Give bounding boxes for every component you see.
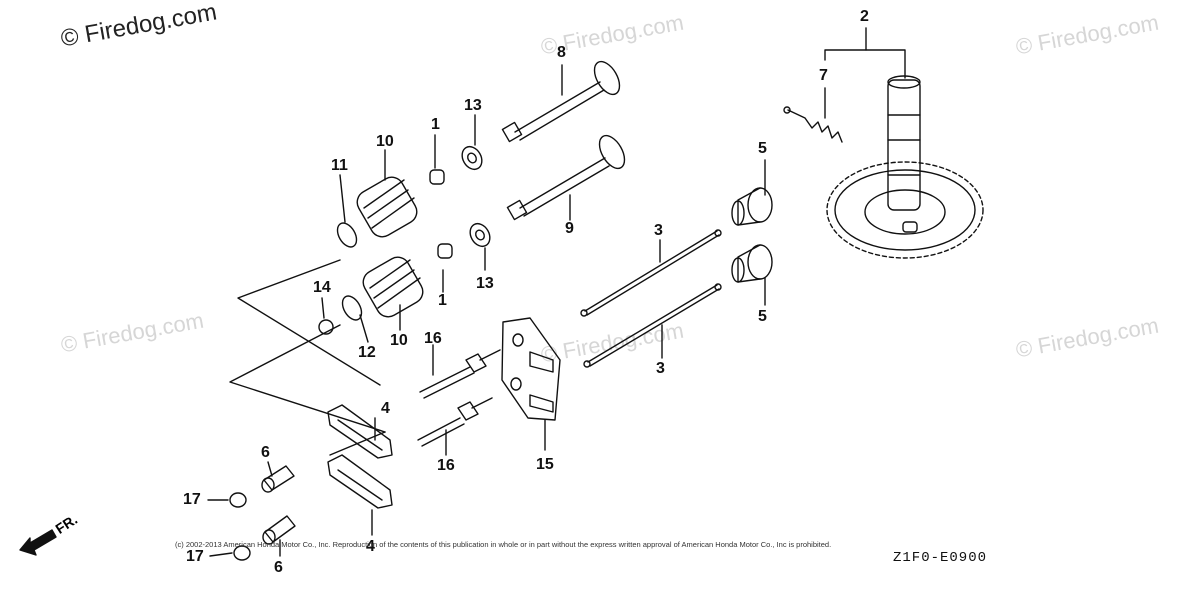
callout-11: 11 bbox=[331, 157, 348, 174]
valve-upper bbox=[501, 60, 621, 143]
push-rod-lower bbox=[583, 283, 722, 368]
rocker-arm-upper bbox=[327, 404, 393, 459]
tappet-lower bbox=[731, 244, 773, 283]
callout-10-lower: 10 bbox=[390, 332, 408, 349]
leader-6a bbox=[267, 461, 273, 477]
retainer-lower bbox=[341, 295, 363, 321]
front-arrow bbox=[19, 529, 57, 556]
callout-10-upper: 10 bbox=[376, 133, 394, 150]
nut-upper bbox=[229, 492, 247, 508]
leader-2-bracket bbox=[824, 49, 906, 79]
rocker-plate bbox=[501, 317, 561, 421]
collet-upper bbox=[429, 169, 445, 185]
leader-12 bbox=[359, 314, 369, 343]
callout-4-upper: 4 bbox=[381, 400, 390, 417]
callout-6-upper: 6 bbox=[261, 444, 270, 461]
decompressor-spring bbox=[783, 106, 843, 143]
nut-lower bbox=[233, 545, 251, 561]
group-bracket-upper bbox=[237, 259, 381, 386]
callout-1-lower: 1 bbox=[438, 292, 447, 309]
diagram-code: Z1F0-E0900 bbox=[893, 550, 988, 566]
callout-2: 2 bbox=[860, 8, 869, 25]
callout-16-upper: 16 bbox=[424, 330, 442, 347]
callout-9: 9 bbox=[565, 220, 574, 237]
callout-3-lower: 3 bbox=[656, 360, 665, 377]
callout-13-upper: 13 bbox=[464, 97, 482, 114]
pivot-lower bbox=[262, 515, 296, 545]
callout-6-lower: 6 bbox=[274, 559, 283, 576]
callout-8: 8 bbox=[557, 44, 566, 61]
spring-lower bbox=[362, 256, 424, 318]
group-bracket-lower bbox=[229, 324, 386, 433]
stem-seal bbox=[318, 319, 334, 335]
callout-17-lower: 17 bbox=[186, 548, 204, 565]
retainer-upper bbox=[336, 222, 358, 248]
copyright-notice: (c) 2002-2013 American Honda Motor Co., … bbox=[175, 540, 832, 549]
leader-14 bbox=[321, 297, 325, 319]
tappet-upper bbox=[731, 187, 773, 226]
callout-4-lower: 4 bbox=[366, 538, 375, 555]
callout-3-upper: 3 bbox=[654, 222, 663, 239]
valve-lower bbox=[506, 134, 626, 221]
leader-17b bbox=[209, 552, 233, 557]
spring-upper bbox=[356, 176, 418, 238]
pivot-bolt-upper bbox=[419, 349, 501, 399]
callout-7: 7 bbox=[819, 67, 828, 84]
pivot-bolt-lower bbox=[417, 397, 493, 447]
callout-17-upper: 17 bbox=[183, 491, 201, 508]
collet-lower bbox=[437, 243, 453, 259]
callout-5-upper: 5 bbox=[758, 140, 767, 157]
callout-1-upper: 1 bbox=[431, 116, 440, 133]
callout-16-lower: 16 bbox=[437, 457, 455, 474]
rotator-upper bbox=[461, 145, 483, 171]
rotator-lower bbox=[469, 222, 491, 248]
callout-14: 14 bbox=[313, 279, 331, 296]
callout-12: 12 bbox=[358, 344, 376, 361]
pivot-upper bbox=[261, 465, 295, 493]
callout-5-lower: 5 bbox=[758, 308, 767, 325]
callout-13-lower: 13 bbox=[476, 275, 494, 292]
rocker-arm-lower bbox=[327, 454, 393, 509]
leader-11 bbox=[339, 174, 346, 223]
push-rod-upper bbox=[580, 229, 722, 317]
callout-15: 15 bbox=[536, 456, 554, 473]
camshaft-gear bbox=[826, 75, 984, 259]
